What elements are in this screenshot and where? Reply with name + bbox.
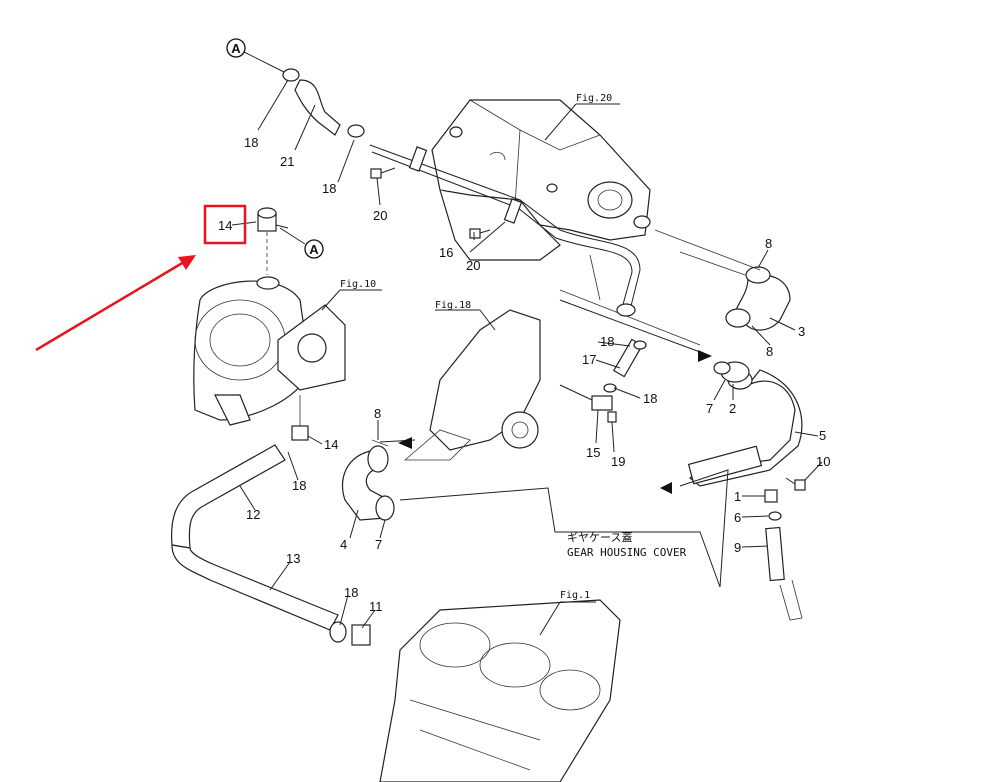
callout-18-c: 18: [600, 334, 614, 349]
callout-11: 11: [369, 599, 383, 614]
flow-arrow-right: [698, 350, 712, 362]
callout-5: 5: [819, 428, 826, 443]
callout-18-d: 18: [643, 391, 657, 406]
gear-case-housing: [431, 99, 701, 346]
flow-arrow-gear: [660, 482, 672, 494]
bolt-10: [785, 477, 806, 491]
highlight-arrow: [35, 255, 196, 352]
callout-8-top: 8: [765, 236, 772, 251]
thermostat-housing: [193, 276, 311, 426]
marker-a-mid: A: [304, 239, 324, 259]
gasket-plate: [277, 304, 346, 391]
callout-20-a: 20: [373, 208, 387, 223]
callout-12: 12: [246, 507, 260, 522]
callout-10: 10: [816, 454, 830, 469]
bolt-19: [607, 411, 617, 423]
fitting-11: [351, 624, 371, 646]
banjo-fitting-14-top: [257, 207, 289, 275]
marker-a-mid-label: A: [309, 242, 319, 257]
fig1-ref: Fig.1: [560, 590, 590, 601]
callout-7-b: 7: [375, 537, 382, 552]
flow-arrow-left: [398, 437, 412, 449]
fig10-ref: Fig.10: [340, 279, 376, 290]
hose-12: [171, 444, 286, 549]
callout-3: 3: [798, 324, 805, 339]
elbow-hose-4: [341, 439, 395, 521]
callout-1: 1: [734, 489, 741, 504]
note-japanese: ギヤケース蓋: [567, 531, 632, 544]
callout-8-b: 8: [766, 344, 773, 359]
callout-18-top: 18: [244, 135, 258, 150]
callout-6: 6: [734, 510, 741, 525]
fig20-ref: Fig.20: [576, 93, 612, 104]
callout-18-f: 18: [344, 585, 358, 600]
callout-16: 16: [439, 245, 453, 260]
water-pump-body: [403, 309, 541, 461]
elbow-hose-3: [654, 229, 791, 331]
callout-2: 2: [729, 401, 736, 416]
callout-14-boxed: 14: [218, 218, 232, 233]
marker-a-top-label: A: [231, 41, 241, 56]
callout-4: 4: [340, 537, 347, 552]
callout-17: 17: [582, 352, 596, 367]
callout-18-mid: 18: [322, 181, 336, 196]
clip-6: [768, 511, 782, 521]
callout-8-left: 8: [374, 406, 381, 421]
callout-19: 19: [611, 454, 625, 469]
hose-5: [687, 369, 803, 487]
fig18-ref: Fig.18: [435, 300, 471, 311]
callout-21: 21: [280, 154, 294, 169]
leader-lines: [231, 47, 823, 636]
bolt-20-a: [370, 167, 396, 179]
callout-14: 14: [324, 437, 338, 452]
hose-13: [171, 544, 347, 643]
fitting-1: [764, 489, 778, 503]
note-english: GEAR HOUSING COVER: [567, 546, 687, 559]
bolt-20-b: [469, 228, 491, 239]
hose-21: [282, 68, 365, 138]
engine-block: [379, 599, 621, 782]
marker-a-top: A: [226, 38, 246, 58]
callout-18-e: 18: [292, 478, 306, 493]
fitting-15: [559, 384, 613, 411]
pipe-17: [603, 338, 647, 393]
callout-15: 15: [586, 445, 600, 460]
callout-9: 9: [734, 540, 741, 555]
water-pipe-16: [369, 126, 651, 317]
callout-20-b: 20: [466, 258, 480, 273]
fitting-2: [713, 361, 750, 383]
callout-13: 13: [286, 551, 300, 566]
callout-7-a: 7: [706, 401, 713, 416]
hose-9: [765, 526, 803, 621]
fitting-14: [291, 395, 309, 441]
highlight-box-14: 14: [203, 204, 247, 245]
